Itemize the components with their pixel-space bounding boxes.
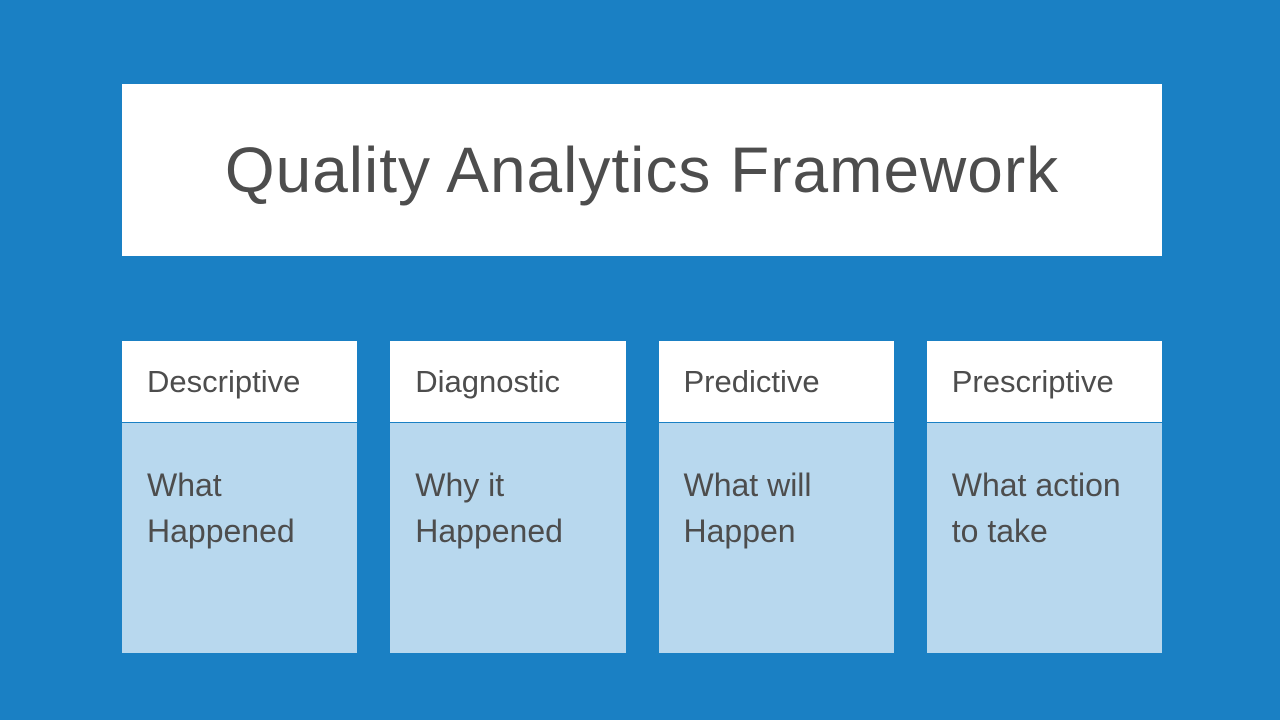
card-descriptive-heading: Descriptive (122, 341, 358, 422)
card-prescriptive-heading: Prescriptive (926, 341, 1162, 422)
card-predictive-body: What will Happen (658, 423, 894, 653)
card-prescriptive-body: What action to take (926, 423, 1162, 653)
card-descriptive: Descriptive What Happened (122, 341, 358, 653)
title-banner: Quality Analytics Framework (122, 84, 1162, 256)
card-predictive: Predictive What will Happen (658, 341, 894, 653)
card-diagnostic-body: Why it Happened (390, 423, 626, 653)
card-predictive-heading: Predictive (658, 341, 894, 422)
slide-title: Quality Analytics Framework (224, 134, 1060, 206)
card-diagnostic-heading: Diagnostic (390, 341, 626, 422)
card-diagnostic: Diagnostic Why it Happened (390, 341, 626, 653)
card-prescriptive: Prescriptive What action to take (926, 341, 1162, 653)
card-descriptive-body: What Happened (122, 423, 358, 653)
analytics-cards: Descriptive What Happened Diagnostic Why… (122, 341, 1162, 653)
